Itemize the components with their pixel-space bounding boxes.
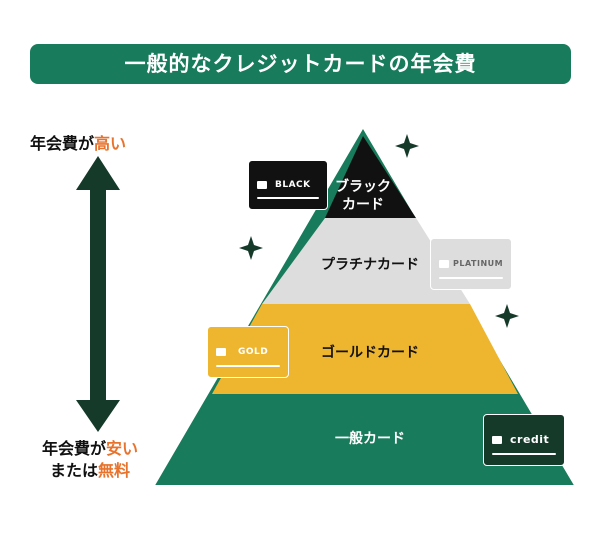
- scale-low-emph-2: 無料: [98, 461, 131, 480]
- tier-black-line1: ブラック: [335, 179, 391, 195]
- card-credit: credit: [483, 414, 565, 466]
- tier-gold-label: ゴールドカード: [321, 345, 419, 361]
- tier-black-label: ブラック カード: [323, 178, 403, 214]
- card-black: BLACK: [248, 160, 328, 210]
- scale-high-prefix: 年会費が: [30, 134, 95, 153]
- card-stripe: [257, 197, 319, 199]
- card-stripe: [439, 277, 503, 279]
- card-chip-icon: [439, 260, 449, 268]
- card-chip-icon: [492, 436, 502, 444]
- card-name-black: BLACK: [275, 180, 311, 190]
- title-banner: 一般的なクレジットカードの年会費: [30, 44, 571, 84]
- card-name-credit: credit: [510, 433, 550, 446]
- scale-label-high: 年会費が高い: [30, 133, 126, 155]
- tier-platinum-label: プラチナカード: [321, 257, 419, 273]
- scale-low-emph-1: 安い: [106, 439, 139, 458]
- card-platinum: PLATINUM: [430, 238, 512, 290]
- tier-general-shape: [164, 394, 566, 480]
- card-name-platinum: PLATINUM: [453, 259, 504, 268]
- card-stripe: [216, 365, 280, 367]
- card-chip-icon: [216, 348, 226, 356]
- tier-platinum-shape: [262, 218, 470, 304]
- sparkle-icon: [495, 304, 519, 328]
- page-title: 一般的なクレジットカードの年会費: [124, 52, 477, 76]
- tier-black-shape: [325, 136, 416, 218]
- card-name-gold: GOLD: [238, 347, 269, 357]
- scale-high-emph: 高い: [94, 134, 127, 153]
- card-gold: GOLD: [207, 326, 289, 378]
- tier-black-line2: カード: [342, 197, 384, 213]
- tier-general-label: 一般カード: [335, 431, 405, 447]
- card-stripe: [492, 453, 556, 455]
- sparkle-icon: [395, 134, 419, 158]
- scale-label-low: 年会費が安い または無料: [30, 438, 150, 482]
- scale-arrow: [76, 156, 120, 432]
- card-chip-icon: [257, 181, 267, 189]
- scale-low-prefix-1: 年会費が: [41, 439, 106, 458]
- sparkle-icon: [239, 236, 263, 260]
- scale-low-prefix-2: または: [49, 461, 98, 480]
